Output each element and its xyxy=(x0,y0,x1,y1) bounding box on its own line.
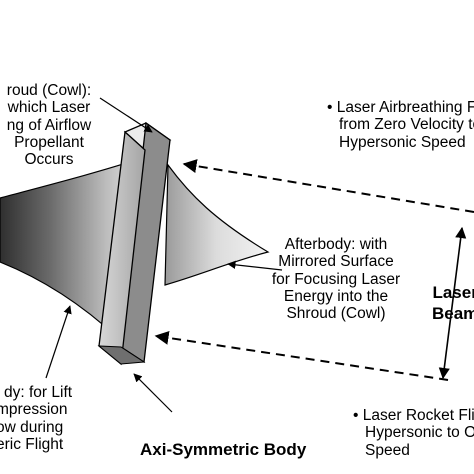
laser-beam-line-2: Beam xyxy=(432,304,474,324)
laser-airbreathing-line-1: • Laser Airbreathing F xyxy=(327,99,474,116)
axisymmetric-body-label: Axi-Symmetric Body xyxy=(140,440,306,459)
shroud-cowl-label: roud (Cowl): which Laser ng of Airflow P… xyxy=(0,82,100,169)
shroud-cowl-line-5: Occurs xyxy=(24,151,74,169)
axisymmetric-callout-arrow xyxy=(133,373,173,413)
afterbody-line-4: Energy into the xyxy=(283,288,389,306)
forebody-callout-arrow xyxy=(45,305,72,379)
laser-beam-label: Laser Beam xyxy=(432,282,474,325)
afterbody-line-5: Shroud (Cowl) xyxy=(286,305,386,323)
laser-rocket-line-2: Hypersonic to O xyxy=(365,424,474,442)
laser-beam-line-1: Laser xyxy=(432,283,474,302)
afterbody-line-2: Mirrored Surface xyxy=(278,253,394,271)
afterbody-line-3: for Focusing Laser xyxy=(271,270,401,288)
laser-beam-height-arrow xyxy=(438,226,467,380)
afterbody-label: Afterbody: with Mirrored Surface for Foc… xyxy=(262,236,410,323)
axisymmetric-body-text: Axi-Symmetric Body xyxy=(140,440,307,459)
shroud-cowl-line-1: roud (Cowl): xyxy=(6,82,92,99)
afterbody-callout-arrow xyxy=(227,260,283,271)
forebody-line-3: ow during xyxy=(0,418,64,436)
shroud-cowl-line-2: which Laser xyxy=(7,99,91,117)
shroud-callout-arrow xyxy=(99,97,153,133)
laser-beam-top-line xyxy=(182,159,474,213)
shroud-cowl-line-4: Propellant xyxy=(14,134,84,152)
afterbody-line-1: Afterbody: with xyxy=(284,236,388,253)
laser-rocket-line-3: Speed xyxy=(365,441,410,459)
shroud-cowl-shape xyxy=(97,121,172,366)
afterbody-shape xyxy=(164,163,270,286)
laser-airbreathing-label: • Laser Airbreathing F from Zero Velocit… xyxy=(327,99,474,151)
laser-rocket-label: • Laser Rocket Fli Hypersonic to O Speed xyxy=(353,407,474,459)
forebody-label: dy: for Lift mpression ow during eric Fl… xyxy=(0,384,72,453)
forebody-line-1: dy: for Lift xyxy=(4,384,73,401)
laser-airbreathing-line-3: Hypersonic Speed xyxy=(339,133,466,151)
shroud-cowl-line-3: ng of Airflow xyxy=(6,116,92,134)
forebody-line-2: mpression xyxy=(0,401,68,419)
laser-beam-bottom-line xyxy=(154,330,449,381)
laser-airbreathing-line-2: from Zero Velocity to xyxy=(339,116,474,134)
laser-rocket-line-1: • Laser Rocket Fli xyxy=(353,407,474,424)
forebody-line-4: eric Flight xyxy=(0,436,64,454)
